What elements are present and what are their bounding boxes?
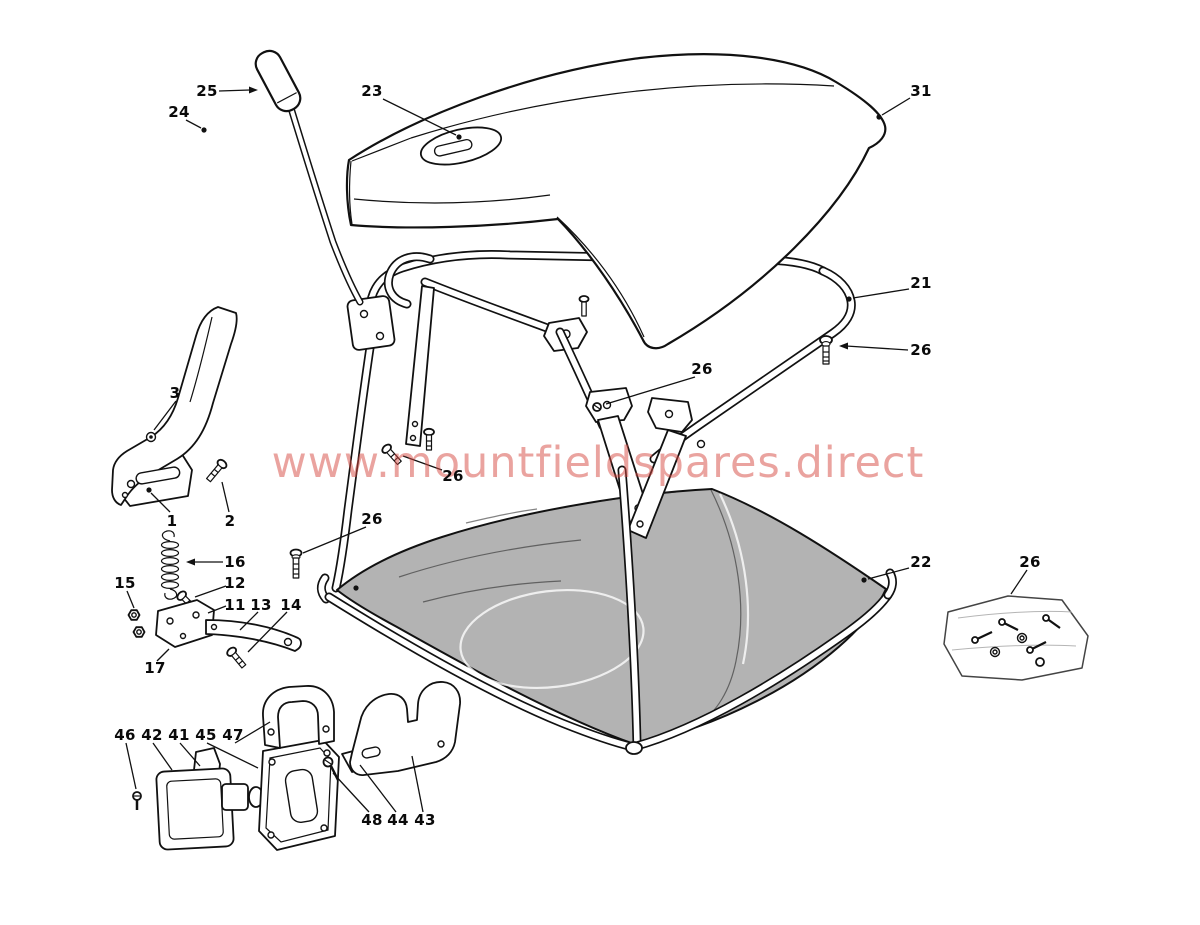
callout-44: 44 (387, 811, 409, 829)
screw-26-right (819, 335, 833, 365)
callout-21: 21 (910, 274, 932, 292)
hood-handle-recess (419, 126, 503, 166)
hood (345, 53, 887, 350)
callout-41: 41 (168, 726, 190, 744)
callout-25: 25 (196, 82, 218, 100)
callout-26-d: 26 (361, 510, 383, 528)
leader-lines (125, 86, 1028, 813)
mount-bracket-43 (349, 681, 461, 776)
callout-1: 1 (166, 512, 178, 530)
callout-47: 47 (222, 726, 244, 744)
callout-22: 22 (910, 553, 932, 571)
callout-2: 2 (224, 512, 236, 530)
rod-clamp (346, 295, 396, 351)
callout-14: 14 (280, 596, 302, 614)
callout-12: 12 (224, 574, 246, 592)
callout-26-a: 26 (910, 341, 932, 359)
bolt-hanger-strap (423, 427, 435, 451)
callout-11: 11 (224, 596, 246, 614)
bolt-14 (226, 646, 247, 669)
callout-23: 23 (361, 82, 383, 100)
spring-16 (160, 530, 180, 600)
callout-24: 24 (168, 103, 190, 121)
latch-assembly (132, 681, 461, 851)
bolt-26-mid (592, 402, 602, 412)
clip-bracket-47 (262, 685, 335, 749)
callout-16: 16 (224, 553, 246, 571)
handle-grip (254, 49, 302, 113)
latch-42 (155, 747, 264, 851)
bolt-26-strap (381, 443, 402, 466)
callout-13: 13 (250, 596, 272, 614)
callout-26-b: 26 (691, 360, 713, 378)
callout-26-e: 26 (1019, 553, 1041, 571)
callout-17: 17 (144, 659, 166, 677)
callout-42: 42 (141, 726, 163, 744)
bag-rim-frame (316, 465, 897, 755)
support-bracket-1 (111, 306, 238, 507)
callout-43: 43 (414, 811, 436, 829)
frame-hanger-strap (405, 285, 435, 447)
cover-plate-45 (258, 739, 340, 851)
callout-15: 15 (114, 574, 136, 592)
screw-46 (132, 791, 142, 810)
callout-26-c: 26 (442, 467, 464, 485)
bolt-2 (205, 458, 228, 483)
callout-45: 45 (195, 726, 217, 744)
frame-left-leg (331, 317, 379, 593)
bolt-26-bag-corner (289, 548, 303, 579)
callout-48: 48 (361, 811, 383, 829)
callout-3: 3 (169, 384, 181, 402)
callout-46: 46 (114, 726, 136, 744)
frame-top-rail (366, 250, 828, 337)
hardware-bag-26 (943, 595, 1089, 681)
callout-31: 31 (910, 82, 932, 100)
fasteners (289, 335, 833, 579)
handle-rod (254, 49, 364, 306)
pivot-bracket-assembly (127, 590, 302, 669)
